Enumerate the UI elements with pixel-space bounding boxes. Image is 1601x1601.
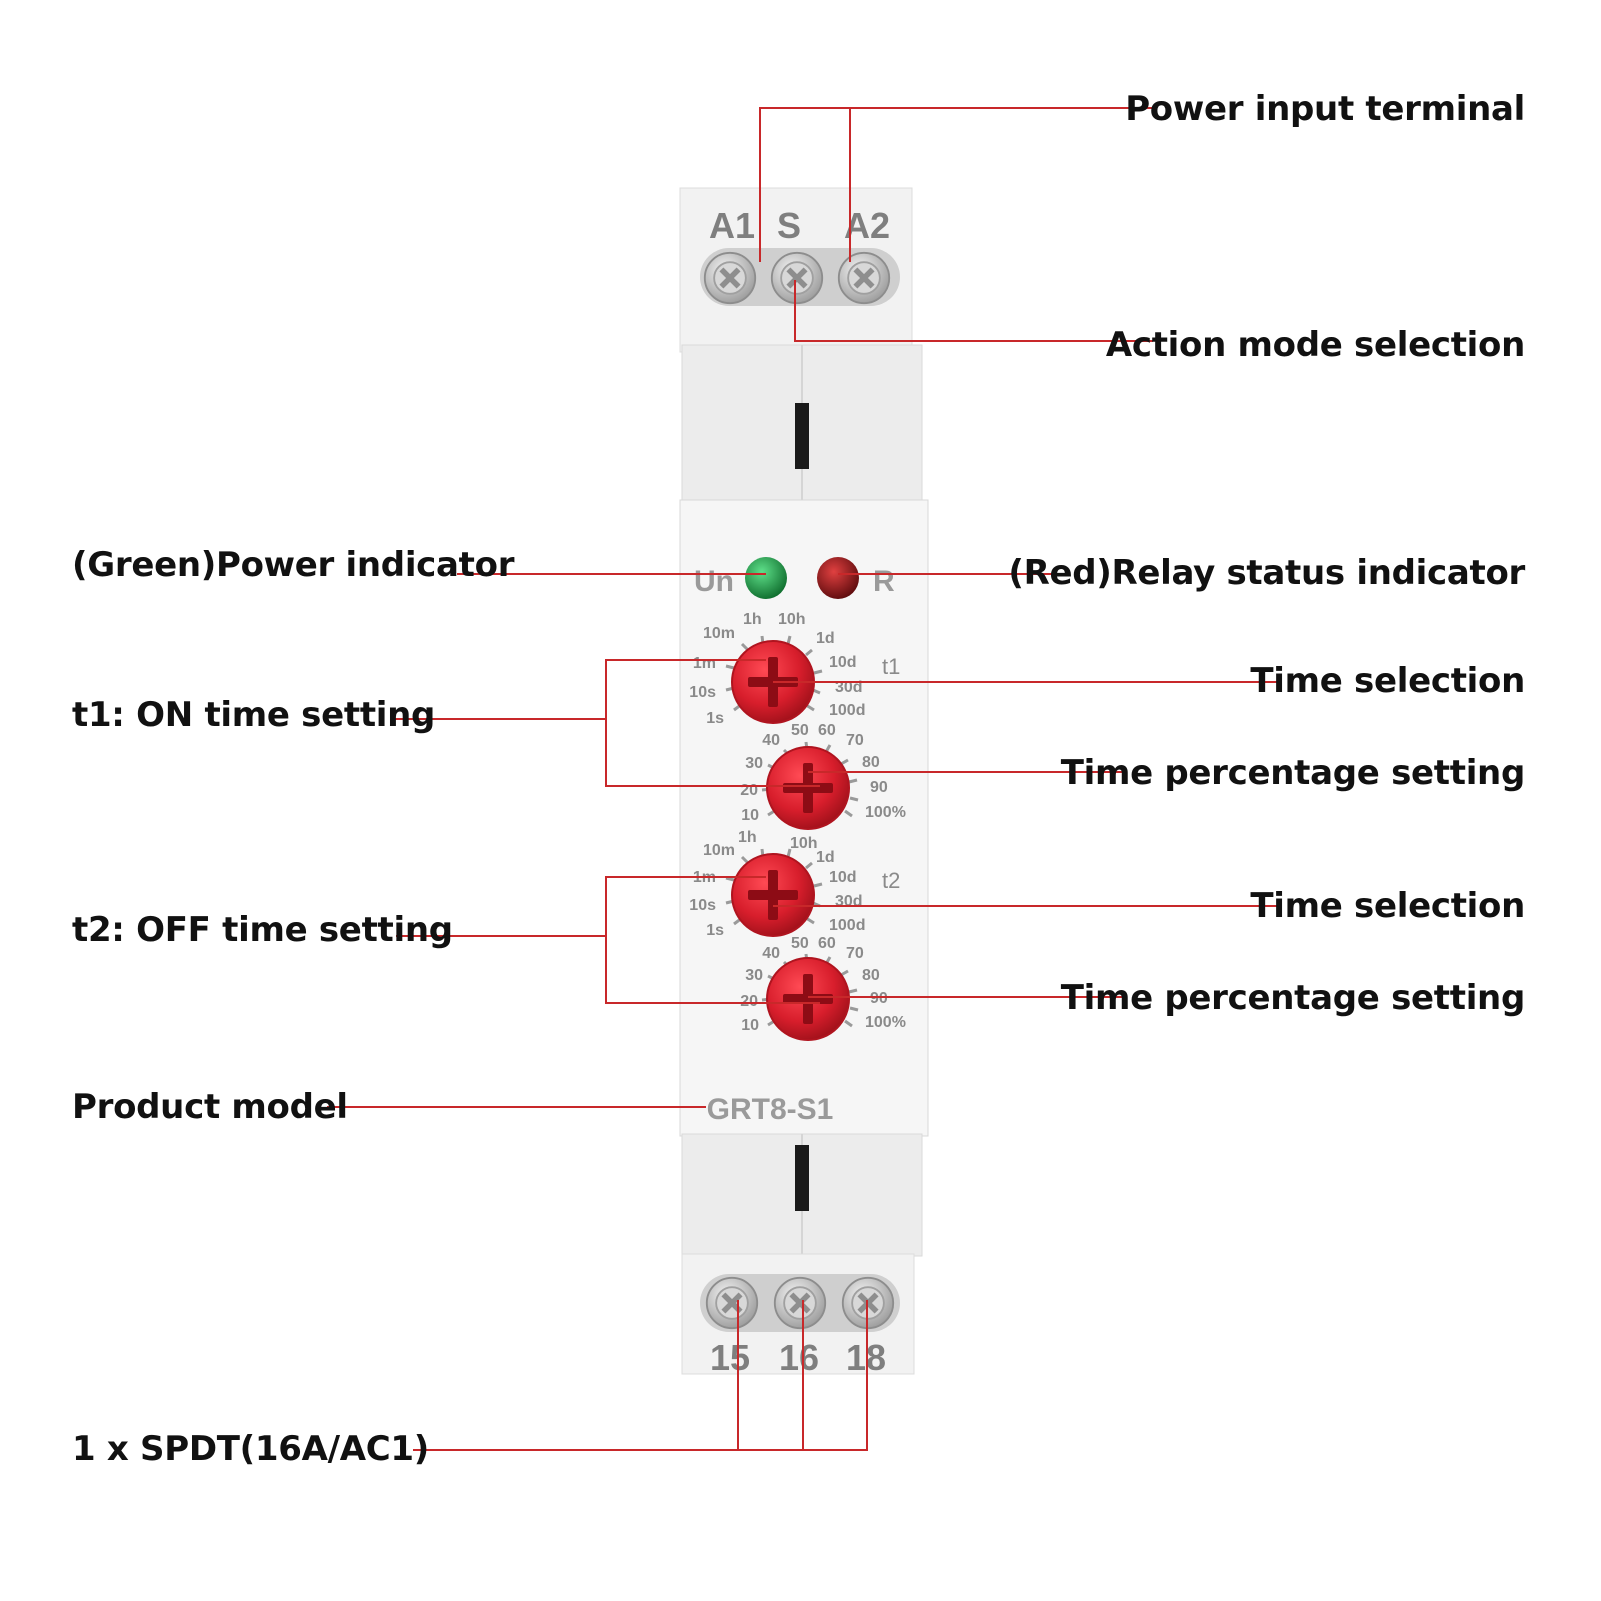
scale2-1d: 1d bbox=[816, 849, 835, 866]
terminal-s-screw-icon[interactable] bbox=[770, 251, 824, 305]
pct2-10: 10 bbox=[741, 1017, 759, 1034]
callout-power-indicator: (Green)Power indicator bbox=[72, 545, 515, 585]
pct-70: 70 bbox=[846, 732, 864, 749]
scale2-10s: 10s bbox=[689, 897, 716, 914]
pct-90: 90 bbox=[870, 779, 888, 796]
pct-20: 20 bbox=[740, 782, 758, 799]
scale-10d: 10d bbox=[829, 654, 857, 671]
pct-100: 100% bbox=[865, 804, 906, 821]
scale-10s: 10s bbox=[689, 684, 716, 701]
scale-10h: 10h bbox=[778, 611, 806, 628]
scale2-100d: 100d bbox=[829, 917, 865, 934]
callout-product-model: Product model bbox=[72, 1087, 348, 1127]
terminal-15-label: 15 bbox=[710, 1337, 750, 1378]
terminal-a2-screw-icon[interactable] bbox=[837, 251, 891, 305]
scale-1h: 1h bbox=[743, 611, 762, 628]
pct2-20: 20 bbox=[740, 993, 758, 1010]
t1-percent-dial: 10 20 30 40 50 60 70 80 90 100% bbox=[740, 722, 906, 830]
t2-time-selection-knob[interactable] bbox=[731, 853, 815, 937]
pct2-100: 100% bbox=[865, 1014, 906, 1031]
callout-relay-status-indicator: (Red)Relay status indicator bbox=[1008, 553, 1525, 593]
scale2-1h: 1h bbox=[738, 829, 757, 846]
scale2-10h: 10h bbox=[790, 835, 818, 852]
t2-percentage-knob[interactable] bbox=[766, 957, 850, 1041]
terminal-16-label: 16 bbox=[779, 1337, 819, 1378]
callout-action-mode-selection: Action mode selection bbox=[1105, 325, 1525, 365]
red-led-icon bbox=[817, 557, 859, 599]
pct-40: 40 bbox=[762, 732, 780, 749]
scale2-1s: 1s bbox=[706, 922, 724, 939]
terminal-s-label: S bbox=[777, 205, 801, 246]
t1-percentage-knob[interactable] bbox=[766, 746, 850, 830]
terminal-15-screw-icon[interactable] bbox=[705, 1276, 759, 1330]
callout-t1-time-selection: Time selection bbox=[1250, 661, 1525, 701]
callout-spdt-output: 1 x SPDT(16A/AC1) bbox=[72, 1429, 430, 1469]
top-terminal-block: A1 S A2 bbox=[703, 205, 891, 305]
scale-10m: 10m bbox=[703, 625, 735, 642]
terminal-16-screw-icon[interactable] bbox=[773, 1276, 827, 1330]
terminal-a1-label: A1 bbox=[709, 205, 755, 246]
green-led-icon bbox=[745, 557, 787, 599]
pct2-90: 90 bbox=[870, 990, 888, 1007]
callout-t1-time-percentage-setting: Time percentage setting bbox=[1060, 753, 1526, 793]
terminal-a1-screw-icon[interactable] bbox=[703, 251, 757, 305]
pct2-60: 60 bbox=[818, 935, 836, 952]
pct2-70: 70 bbox=[846, 945, 864, 962]
callout-t2-off-time-setting: t2: OFF time setting bbox=[72, 910, 453, 950]
pct2-30: 30 bbox=[745, 967, 763, 984]
leader-lines bbox=[327, 107, 1280, 1451]
pct2-40: 40 bbox=[762, 945, 780, 962]
pct-60: 60 bbox=[818, 722, 836, 739]
t2-range-dial: t2 1s 10s 1m 10m 1h 10h 1d 10d 30d 100d bbox=[689, 829, 900, 939]
led-r-label: R bbox=[873, 565, 895, 598]
pct2-50: 50 bbox=[791, 935, 809, 952]
pct2-80: 80 bbox=[862, 967, 880, 984]
scale-1d: 1d bbox=[816, 630, 835, 647]
callout-t2-time-percentage-setting: Time percentage setting bbox=[1060, 978, 1526, 1018]
pct-30: 30 bbox=[745, 755, 763, 772]
indicator-panel: Un R bbox=[694, 557, 895, 599]
scale-30d: 30d bbox=[835, 679, 863, 696]
slot-top bbox=[795, 403, 809, 469]
scale2-10d: 10d bbox=[829, 869, 857, 886]
slot-bottom bbox=[795, 1145, 809, 1211]
scale-1m: 1m bbox=[693, 655, 716, 672]
callout-t1-on-time-setting: t1: ON time setting bbox=[72, 695, 436, 735]
callout-t2-time-selection: Time selection bbox=[1250, 886, 1525, 926]
t2-percent-dial: 10 20 30 40 50 60 70 80 90 100% bbox=[740, 935, 906, 1041]
t2-label: t2 bbox=[882, 868, 900, 893]
pct-80: 80 bbox=[862, 754, 880, 771]
pct-50: 50 bbox=[791, 722, 809, 739]
callout-power-input-terminal: Power input terminal bbox=[1125, 89, 1525, 129]
t1-label: t1 bbox=[882, 654, 900, 679]
scale-100d: 100d bbox=[829, 702, 865, 719]
led-un-label: Un bbox=[694, 565, 734, 598]
pct-10: 10 bbox=[741, 807, 759, 824]
scale-1s: 1s bbox=[706, 710, 724, 727]
terminal-a2-label: A2 bbox=[844, 205, 890, 246]
product-model-label: GRT8-S1 bbox=[707, 1093, 834, 1126]
scale2-10m: 10m bbox=[703, 842, 735, 859]
bottom-terminal-block: 15 16 18 bbox=[705, 1276, 895, 1378]
scale2-30d: 30d bbox=[835, 893, 863, 910]
